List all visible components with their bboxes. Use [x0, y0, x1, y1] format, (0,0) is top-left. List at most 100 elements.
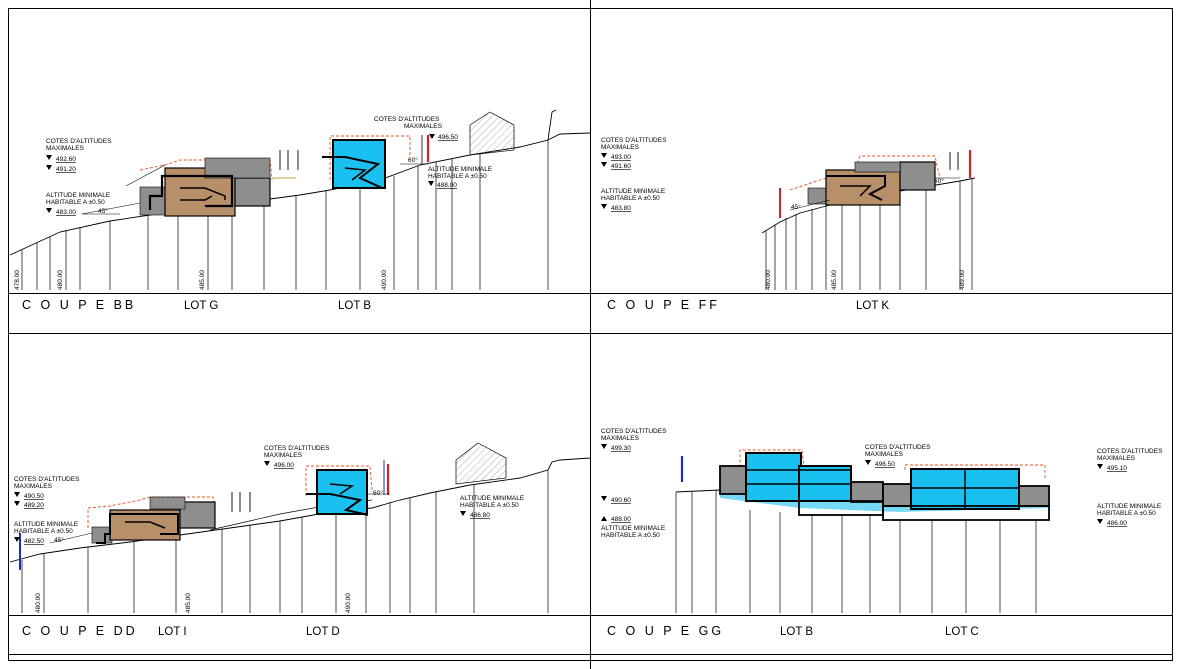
existing-line [547, 132, 591, 141]
level-marker-icon [601, 444, 607, 449]
neighbour-house [469, 111, 515, 156]
level-marker-icon [1097, 464, 1103, 469]
min-label-2: HABITABLE A ±0.50 [428, 173, 487, 180]
cotes-label-2: MAXIMALES [601, 435, 640, 442]
cotes-label: COTES D'ALTITUDES [601, 137, 667, 144]
cotes-label: COTES D'ALTITUDES [14, 476, 80, 483]
min-label-2: HABITABLE A ±0.50 [1097, 510, 1156, 517]
min-label-2: HABITABLE A ±0.50 [601, 195, 660, 202]
grid-verticals [21, 470, 549, 613]
level-value: 488.00 [437, 182, 457, 189]
level-marker-icon [46, 208, 52, 213]
building-lot-d [305, 460, 390, 516]
building-lot-i [19, 492, 251, 570]
neighbour-house [455, 442, 507, 485]
elevation-tick: 480.00 [35, 593, 42, 613]
min-label-2: HABITABLE A ±0.50 [14, 528, 73, 535]
panel-coupe-dd: COTES D'ALTITUDES MAXIMALES 490.50 489.2… [9, 442, 591, 638]
min-label-2: HABITABLE A ±0.50 [46, 199, 105, 206]
elevation-tick: 490.00 [345, 593, 352, 613]
cotes-label-2: MAXIMALES [1097, 455, 1136, 462]
min-label-2: HABITABLE A ±0.50 [601, 532, 660, 539]
cotes-label-2: MAXIMALES [46, 145, 85, 152]
cotes-label: COTES D'ALTITUDES [601, 428, 667, 435]
level-marker-icon [601, 162, 607, 167]
level-value: 491.20 [56, 166, 76, 173]
level-marker-icon [601, 204, 607, 209]
building-lot-b [680, 449, 884, 516]
angle-label: 60° [408, 156, 418, 164]
elevation-tick: 485.00 [199, 270, 206, 290]
level-value: 491.60 [611, 163, 631, 170]
min-label-2: HABITABLE A ±0.50 [460, 502, 519, 509]
level-value: 493.00 [611, 154, 631, 161]
building-lot-g [125, 150, 299, 217]
min-label: ALTITUDE MINIMALE [601, 525, 666, 532]
min-label: ALTITUDE MINIMALE [14, 521, 79, 528]
level-marker-icon [865, 460, 871, 465]
angle-label: 60° [373, 489, 383, 497]
level-marker-icon [46, 165, 52, 170]
section-title: C O U P E GG [607, 624, 724, 638]
terrain-line [9, 457, 591, 563]
grid-verticals [21, 140, 549, 290]
cotes-label: COTES D'ALTITUDES [865, 444, 931, 451]
level-value: 486.80 [470, 512, 490, 519]
elevation-tick: 480.00 [57, 270, 64, 290]
cotes-label-2: MAXIMALES [14, 483, 53, 490]
building-lot-b [322, 135, 430, 189]
level-value: 496.00 [274, 462, 294, 469]
grid-verticals [765, 179, 973, 290]
cotes-label-2: MAXIMALES [264, 452, 303, 459]
panel-coupe-ff: COTES D'ALTITUDES MAXIMALES 493.00 491.6… [601, 137, 976, 312]
elevation-tick: 485.00 [185, 593, 192, 613]
panel-coupe-gg: COTES D'ALTITUDES MAXIMALES 499.30 490.6… [601, 428, 1163, 638]
level-marker-icon [264, 461, 270, 466]
level-value: 483.00 [56, 209, 76, 216]
level-value: 488.00 [611, 516, 631, 523]
level-value: 492.60 [56, 156, 76, 163]
terrain-line [9, 109, 557, 256]
level-marker-icon [601, 496, 607, 501]
min-label: ALTITUDE MINIMALE [460, 495, 525, 502]
level-marker-icon [14, 492, 20, 497]
level-marker-icon [46, 155, 52, 160]
cotes-label-2: MAXIMALES [404, 123, 443, 130]
level-value: 496.50 [438, 134, 458, 141]
cotes-label: COTES D'ALTITUDES [374, 116, 440, 123]
section-title: C O U P E FF [607, 298, 720, 312]
level-value: 483.80 [611, 205, 631, 212]
min-label: ALTITUDE MINIMALE [428, 166, 493, 173]
min-label: ALTITUDE MINIMALE [601, 188, 666, 195]
angle-label: 45° [54, 536, 64, 544]
angle-label: 60° [934, 177, 944, 185]
level-marker-icon [428, 181, 434, 186]
elevation-tick: 485.00 [831, 270, 838, 290]
panel-coupe-bb: COTES D'ALTITUDES MAXIMALES 492.60 491.2… [9, 109, 591, 312]
level-value: 499.30 [611, 445, 631, 452]
min-label: ALTITUDE MINIMALE [1097, 503, 1162, 510]
lot-label: LOT G [184, 300, 218, 312]
lot-label: LOT K [856, 300, 889, 312]
cotes-label: COTES D'ALTITUDES [1097, 448, 1163, 455]
level-value: 496.50 [875, 461, 895, 468]
building-lot-c [882, 464, 1050, 521]
section-title: C O U P E DD [22, 624, 138, 638]
lot-label: LOT B [338, 300, 371, 312]
lot-label: LOT B [780, 626, 813, 638]
level-value: 490.60 [611, 497, 631, 504]
level-marker-icon [460, 511, 466, 516]
elevation-tick: 490.00 [381, 270, 388, 290]
level-marker-icon [429, 134, 435, 139]
level-marker-icon [1097, 519, 1103, 524]
lot-label: LOT D [306, 626, 340, 638]
level-marker-icon [14, 501, 20, 506]
angle-label: 45° [791, 203, 801, 211]
grid-verticals [675, 490, 1037, 613]
elevation-tick: 489.00 [959, 270, 966, 290]
level-value: 489.20 [24, 502, 44, 509]
level-marker-up-icon [601, 516, 607, 521]
level-marker-icon [601, 153, 607, 158]
level-value: 486.00 [1107, 520, 1127, 527]
